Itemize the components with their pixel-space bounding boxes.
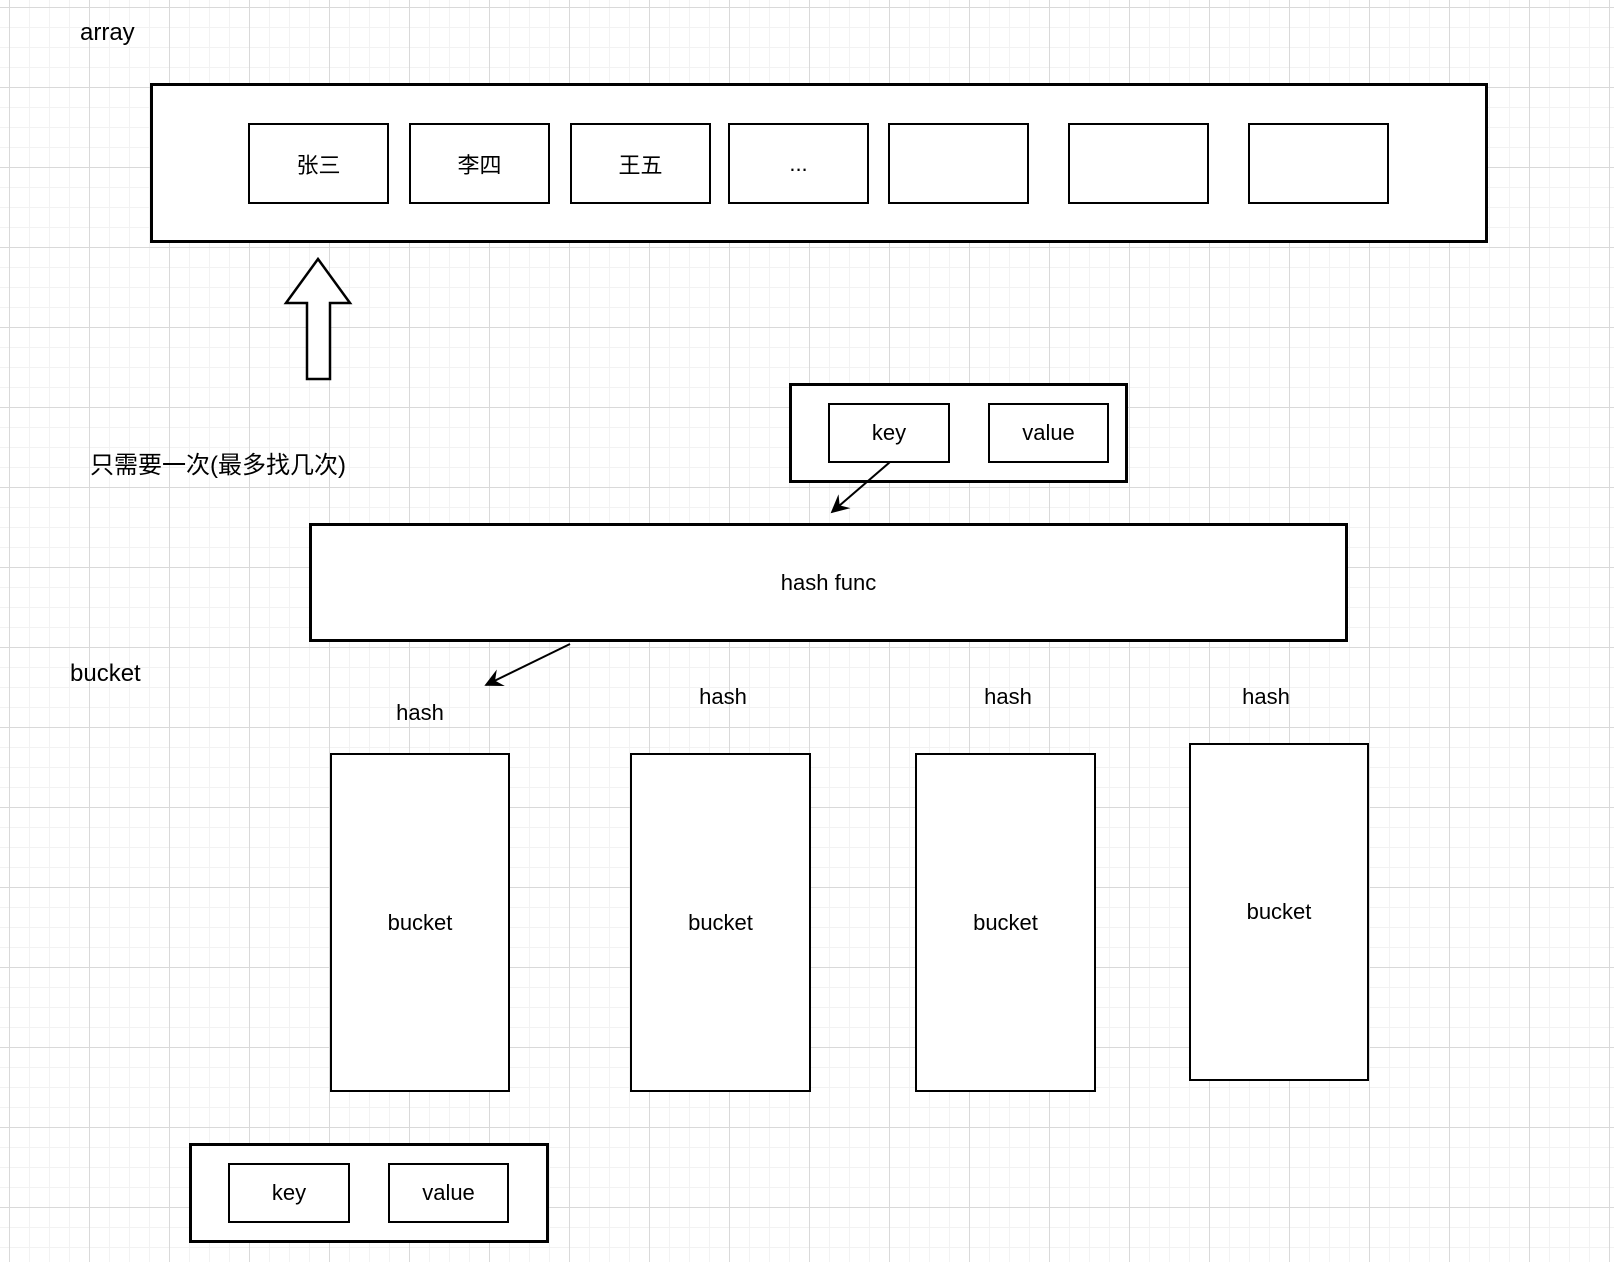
up-arrow bbox=[283, 256, 353, 381]
array-cell: 王五 bbox=[570, 123, 711, 204]
bottom-value-box: value bbox=[388, 1163, 509, 1223]
array-cell: 李四 bbox=[409, 123, 550, 204]
array-cell bbox=[888, 123, 1029, 204]
bucket-box: bucket bbox=[1189, 743, 1369, 1081]
hash-func-label: hash func bbox=[780, 569, 877, 595]
array-cell bbox=[1068, 123, 1209, 204]
bucket-side-label: bucket bbox=[70, 660, 141, 687]
note-label: 只需要一次(最多找几次) bbox=[90, 452, 346, 479]
bottom-key-box: key bbox=[228, 1163, 350, 1223]
array-container-box: 张三 李四 王五 ... bbox=[150, 83, 1488, 243]
top-key-box: key bbox=[828, 403, 950, 463]
hash-func-box: hash func bbox=[309, 523, 1348, 642]
arrow-hash-func-to-bucket bbox=[484, 643, 571, 687]
hash-label: hash bbox=[984, 684, 1032, 709]
array-cell: 张三 bbox=[248, 123, 389, 204]
hash-label: hash bbox=[1242, 684, 1290, 709]
top-pair-box: key value bbox=[789, 383, 1128, 483]
hash-label: hash bbox=[699, 684, 747, 709]
array-label: array bbox=[80, 19, 135, 46]
bucket-box: bucket bbox=[630, 753, 811, 1092]
hash-label: hash bbox=[396, 700, 444, 725]
array-cell bbox=[1248, 123, 1389, 204]
bucket-box: bucket bbox=[330, 753, 510, 1092]
bottom-pair-box: key value bbox=[189, 1143, 549, 1243]
top-value-box: value bbox=[988, 403, 1109, 463]
array-cell: ... bbox=[728, 123, 869, 204]
bucket-box: bucket bbox=[915, 753, 1096, 1092]
